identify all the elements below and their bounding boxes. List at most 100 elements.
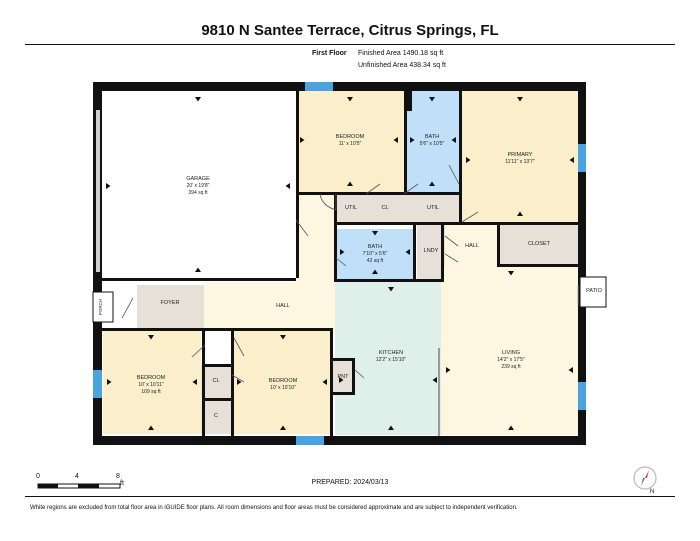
room-cl-1-name: CL xyxy=(381,205,388,211)
prepared-date: PREPARED: 2024/03/13 xyxy=(311,479,389,486)
dimension-arrow-icon xyxy=(429,181,435,186)
dimension-arrow-icon xyxy=(347,97,353,102)
room-primary-dim: 11'11" x 13'7" xyxy=(505,159,535,165)
room-bedroom-left-name: BEDROOM xyxy=(137,375,166,381)
room-util-2-name: UTIL xyxy=(427,205,439,211)
closet-fill xyxy=(500,225,578,265)
dimension-arrow-icon xyxy=(451,137,456,143)
dimension-arrow-icon xyxy=(192,379,197,385)
util2-fill xyxy=(404,194,462,222)
pnt-fill xyxy=(333,361,354,393)
room-kitchen-name: KITCHEN xyxy=(379,350,403,356)
room-garage-dim: 20' x 19'8" xyxy=(187,183,210,189)
dimension-arrow-icon xyxy=(300,137,305,143)
bedroom-top-fill xyxy=(296,91,404,194)
room-c-name: C xyxy=(214,413,218,419)
finished-area: Finished Area 1490.18 sq ft xyxy=(358,50,444,57)
room-primary-name: PRIMARY xyxy=(508,152,533,158)
dimension-arrow-icon xyxy=(372,269,378,274)
dimension-arrow-icon xyxy=(237,379,242,385)
scale-tick-0: 0 xyxy=(36,473,40,480)
dimension-arrow-icon xyxy=(569,157,574,163)
room-bath-mid-area: 42 sq ft xyxy=(367,258,384,264)
scale-bar xyxy=(37,483,121,489)
garage-fill xyxy=(100,91,296,280)
living-fill xyxy=(441,266,578,435)
hall-fill xyxy=(204,194,336,285)
room-porch-name: PORCH xyxy=(98,299,103,315)
dimension-arrow-icon xyxy=(508,271,514,276)
compass-north-label: N xyxy=(650,489,654,495)
room-bedroom-left-area: 109 sq ft xyxy=(141,389,161,395)
room-bath-top-dim: 5'6" x 10'5" xyxy=(420,141,445,147)
door-swings xyxy=(121,164,579,383)
room-kitchen-dim: 12'2" x 15'10" xyxy=(376,357,406,363)
dimension-arrow-icon xyxy=(280,425,286,430)
dimension-arrow-icon xyxy=(148,425,154,430)
c-fill xyxy=(201,401,232,434)
compass-icon: N xyxy=(633,466,657,495)
room-pnt-name: PNT xyxy=(338,374,350,380)
room-garage-name: GARAGE xyxy=(186,176,210,182)
dimension-arrow-icon xyxy=(195,267,201,272)
footer-rule xyxy=(25,496,675,497)
room-bath-mid-dim: 7'10" x 5'6" xyxy=(363,251,388,257)
windows xyxy=(93,82,586,445)
room-living-area: 239 sq ft xyxy=(501,364,521,370)
dimension-arrow-icon xyxy=(347,181,353,186)
dimension-arrow-icon xyxy=(285,183,290,189)
dimension-arrow-icon xyxy=(340,249,345,255)
scale-unit: ft xyxy=(120,480,124,487)
room-living-name: LIVING xyxy=(502,350,520,356)
scale-tick-4: 4 xyxy=(75,473,79,480)
dimension-arrow-icon xyxy=(280,335,286,340)
footer-note: White regions are excluded from total fl… xyxy=(30,505,518,511)
dimension-arrow-icon xyxy=(429,97,435,102)
cl1-fill xyxy=(366,194,404,222)
dimension-arrow-icon xyxy=(508,425,514,430)
room-patio-name: PATIO xyxy=(586,288,602,294)
dimension-arrow-icon xyxy=(148,335,154,340)
room-living-dim: 14'2" x 17'5" xyxy=(497,357,525,363)
hall-center-fill xyxy=(204,282,336,330)
dimension-arrow-icon xyxy=(388,287,394,292)
room-bedroom-top-dim: 11' x 10'5" xyxy=(339,141,362,147)
room-bath-mid-name: BATH xyxy=(368,244,382,250)
bath-top-fill xyxy=(404,91,462,194)
dimension-arrow-icon xyxy=(393,137,398,143)
dimension-arrow-icon xyxy=(446,367,451,373)
hall-right-fill xyxy=(445,224,500,266)
title-rule xyxy=(25,44,675,45)
patio-box xyxy=(579,276,607,308)
dimension-arrow-icon xyxy=(405,249,410,255)
room-cl-2-name: CL xyxy=(212,378,219,384)
dimension-arrow-icon xyxy=(517,97,523,102)
dimension-arrow-icon xyxy=(410,137,415,143)
dimension-arrow-icon xyxy=(339,377,344,383)
dimension-arrow-icon xyxy=(372,231,378,236)
dimension-arrow-icon xyxy=(466,157,471,163)
room-bedroom-left-dim: 10' x 10'11" xyxy=(138,382,164,388)
room-closet-name: CLOSET xyxy=(528,241,551,247)
porch-box xyxy=(92,291,114,323)
dimension-arrow-icon xyxy=(107,379,112,385)
bedroom-mid-fill xyxy=(233,330,331,434)
room-bedroom-mid-name: BEDROOM xyxy=(269,378,298,384)
dimension-arrow-icon xyxy=(568,367,573,373)
page-title: 9810 N Santee Terrace, Citrus Springs, F… xyxy=(201,22,499,39)
cl2-fill xyxy=(201,366,232,398)
room-util-1-name: UTIL xyxy=(345,205,357,211)
dimension-arrow-icon xyxy=(322,379,327,385)
room-hall-center-name: HALL xyxy=(276,303,290,309)
dimension-arrow-icon xyxy=(106,183,111,189)
lndy-fill xyxy=(417,225,445,279)
room-bath-top-name: BATH xyxy=(425,134,439,140)
foyer-fill xyxy=(137,285,204,330)
util1-fill xyxy=(336,194,366,222)
room-fills xyxy=(95,91,579,435)
dimension-arrow-icon xyxy=(432,377,437,383)
bedroom-left-fill xyxy=(103,330,201,434)
floor-label: First Floor xyxy=(312,50,347,57)
